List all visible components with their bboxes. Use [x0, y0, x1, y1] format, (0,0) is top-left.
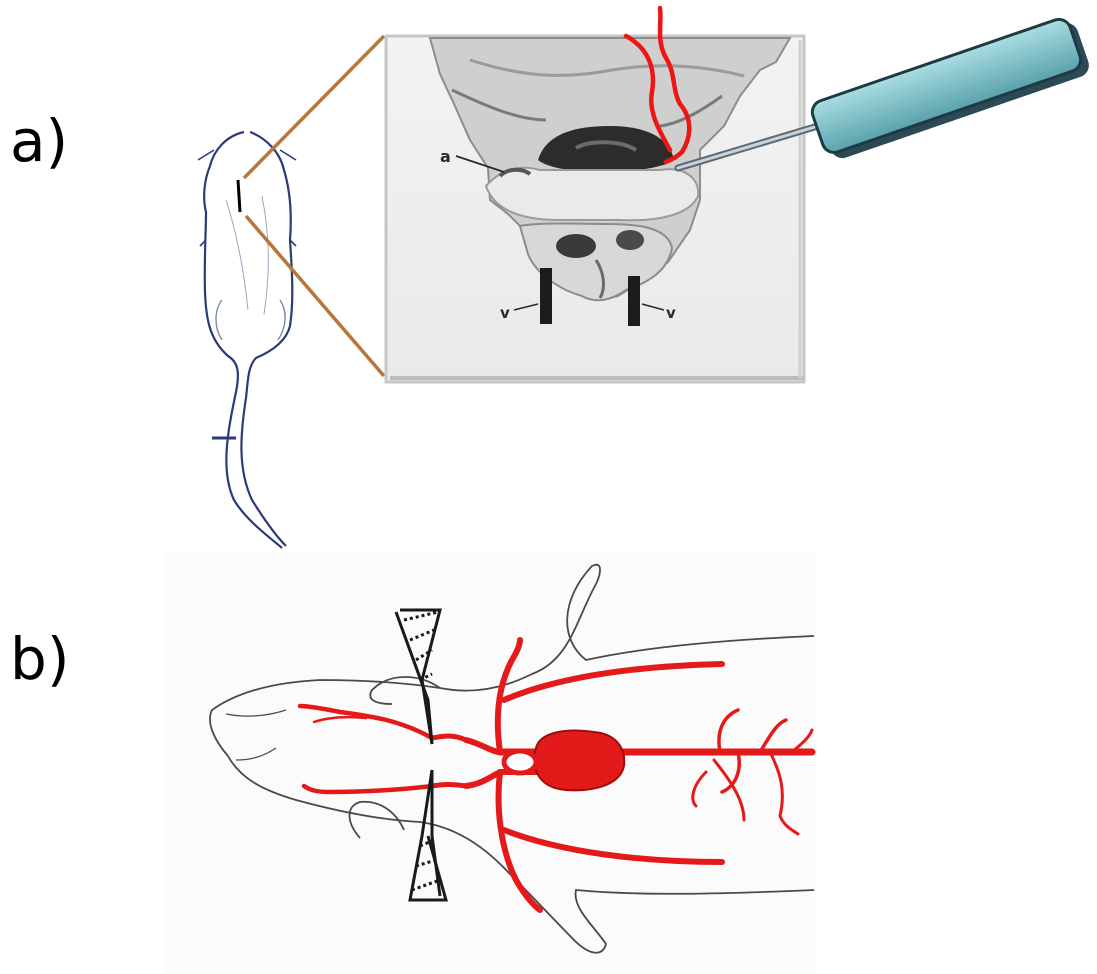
skull-inset: a v v	[386, 36, 804, 382]
inset-label-a: a	[440, 147, 451, 166]
zoom-connector-top	[244, 36, 384, 178]
inset-label-v-right: v	[666, 304, 676, 322]
panel-b	[165, 552, 815, 974]
inset-label-v-left: v	[500, 304, 510, 322]
mouse-dorsal-sketch	[198, 132, 296, 548]
panel-a: a v v	[198, 8, 1092, 548]
